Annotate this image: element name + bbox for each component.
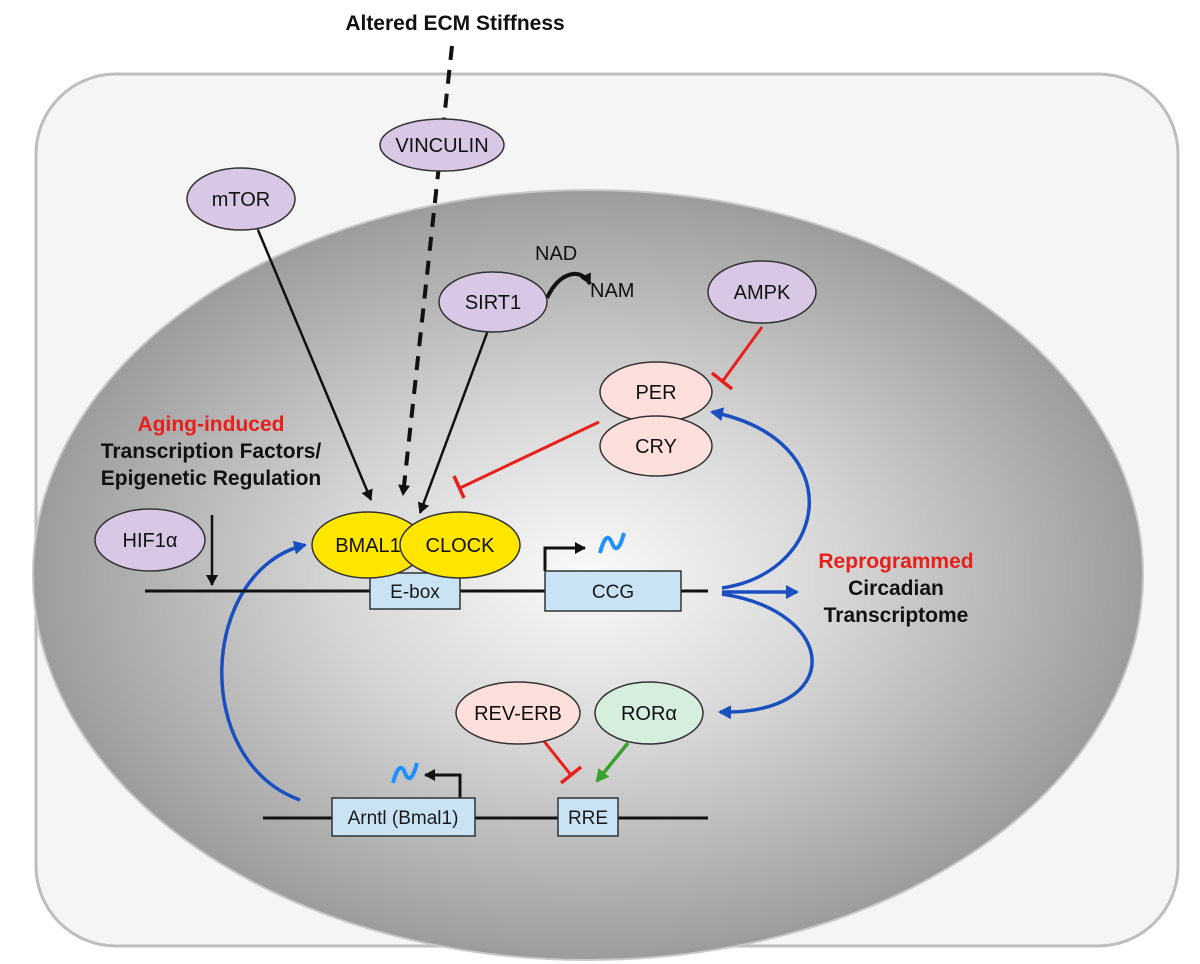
vinculin-node[interactable]: VINCULIN	[379, 118, 505, 172]
reverb-inhibit-line	[541, 739, 573, 776]
feedback-to-percry	[710, 407, 811, 590]
per-node[interactable]: PER	[599, 361, 713, 423]
ampk-node[interactable]: AMPK	[707, 260, 817, 324]
ampk-inhibit-line	[720, 326, 764, 383]
percry-inhibit-bar	[452, 475, 466, 499]
transcriptome-label: Transcriptome	[824, 604, 969, 627]
reverb-inhibit-bar	[559, 765, 583, 785]
feedback-to-rora	[718, 592, 814, 720]
bmal1-feedback-loop	[220, 540, 307, 802]
rora-activate-arrow	[595, 741, 630, 783]
ampk-inhibit-bar	[710, 371, 734, 391]
per-label: PER	[635, 382, 676, 404]
rora-label: RORα	[621, 703, 677, 725]
clock-node[interactable]: CLOCK	[399, 511, 521, 579]
cry-label: CRY	[635, 436, 677, 458]
cry-node[interactable]: CRY	[599, 415, 713, 477]
rora-node[interactable]: RORα	[594, 681, 704, 745]
rre-label: RRE	[568, 808, 608, 829]
ebox-gene[interactable]: E-box	[369, 572, 461, 610]
hif1a-label: HIF1α	[123, 530, 178, 552]
vinculin-label: VINCULIN	[395, 135, 488, 157]
mtor-label: mTOR	[212, 189, 271, 211]
arntl-gene[interactable]: Arntl (Bmal1)	[331, 797, 476, 837]
arntl-mrna-icon	[391, 762, 419, 784]
sirt1-arrow	[417, 321, 497, 514]
nad-label: NAD	[535, 243, 577, 265]
ccg-mrna-icon	[598, 532, 626, 554]
mtor-node[interactable]: mTOR	[186, 167, 296, 231]
mtor-arrow	[248, 218, 373, 501]
bmal1-label: BMAL1	[335, 535, 401, 557]
reverb-label: REV-ERB	[474, 703, 562, 725]
nam-label: NAM	[590, 280, 634, 302]
rre-gene[interactable]: RRE	[557, 797, 619, 837]
percry-inhibit-line	[459, 420, 600, 490]
ampk-label: AMPK	[734, 282, 791, 304]
nad-nam-arrow	[545, 272, 592, 299]
hif1a-node[interactable]: HIF1α	[94, 508, 206, 572]
ccg-label: CCG	[592, 582, 634, 603]
aging-induced-label: Aging-induced	[138, 413, 285, 436]
ccg-tss-arrow	[543, 542, 586, 571]
sirt1-label: SIRT1	[465, 292, 521, 314]
sirt1-node[interactable]: SIRT1	[438, 271, 548, 333]
arntl-tss-arrow	[424, 769, 462, 798]
transcription-factors-label: Transcription Factors/	[101, 440, 322, 463]
epigenetic-regulation-label: Epigenetic Regulation	[101, 467, 322, 490]
arntl-label: Arntl (Bmal1)	[348, 808, 459, 829]
ecm-stiffness-label: Altered ECM Stiffness	[345, 12, 564, 35]
reverb-node[interactable]: REV-ERB	[455, 681, 581, 745]
circadian-label: Circadian	[848, 577, 944, 600]
ccg-gene[interactable]: CCG	[544, 570, 682, 612]
clock-label: CLOCK	[426, 535, 496, 557]
reprogrammed-label: Reprogrammed	[818, 550, 973, 573]
ebox-label: E-box	[390, 582, 440, 603]
